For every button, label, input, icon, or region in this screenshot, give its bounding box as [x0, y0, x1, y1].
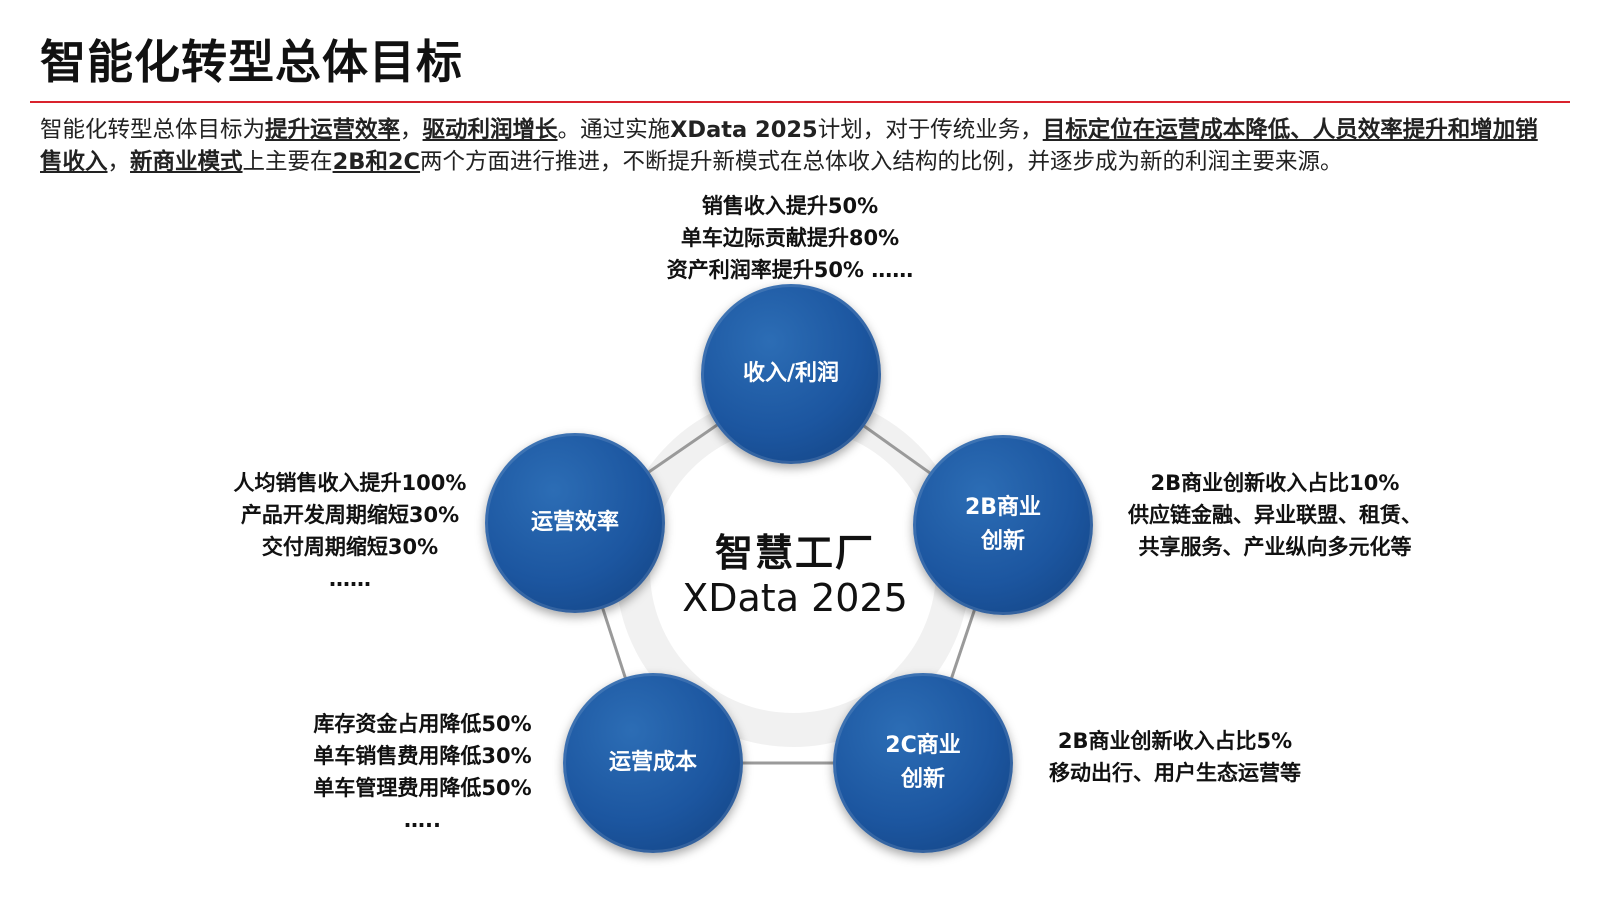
annotation-efficiency: 人均销售收入提升100% 产品开发周期缩短30% 交付周期缩短30% …… [215, 467, 485, 595]
annotation-revenue: 销售收入提升50% 单车边际贡献提升80% 资产利润率提升50% …… [600, 190, 980, 286]
center-label: 智慧工厂 XData 2025 [670, 530, 920, 620]
intro-text-7: 两个方面进行推进，不断提升新模式在总体收入结构的比例，并逐步成为新的利润主要来源… [420, 149, 1343, 175]
annotation-cost-line: 库存资金占用降低50% [313, 712, 532, 736]
intro-highlight-2b2c: 2B和2C [332, 149, 421, 175]
intro-text-1: 智能化转型总体目标为 [40, 117, 266, 143]
intro-highlight-efficiency: 提升运营效率 [265, 117, 401, 143]
intro-text-2: ， [400, 117, 423, 143]
annotation-cost-line: ….. [404, 808, 441, 832]
annotation-2c-line: 移动出行、用户生态运营等 [1049, 761, 1301, 785]
node-revenue-profit[interactable]: 收入/利润 [701, 284, 881, 464]
annotation-cost: 库存资金占用降低50% 单车销售费用降低30% 单车管理费用降低50% ….. [290, 708, 555, 836]
intro-text-3: 。通过实施 [557, 117, 671, 143]
annotation-efficiency-line: 人均销售收入提升100% [233, 471, 467, 495]
annotation-2c-line: 2B商业创新收入占比5% [1057, 729, 1293, 753]
annotation-revenue-line: 销售收入提升50% [701, 194, 879, 218]
node-efficiency-label: 运营效率 [530, 510, 619, 535]
annotation-2b-line: 2B商业创新收入占比10% [1150, 471, 1400, 495]
intro-highlight-targets: 目标定位在运营成本降低、人员效率提升和增加销售收入 [40, 117, 1538, 175]
annotation-efficiency-line: 交付周期缩短30% [261, 535, 439, 559]
annotation-cost-line: 单车销售费用降低30% [313, 744, 532, 768]
page-title: 智能化转型总体目标 [40, 35, 463, 89]
title-divider [30, 101, 1570, 103]
node-2b-innovation[interactable]: 2B商业 创新 [913, 435, 1093, 615]
intro-highlight-new-model: 新商业模式 [130, 149, 243, 175]
annotation-2b-line: 供应链金融、异业联盟、租赁、 [1128, 503, 1422, 527]
node-2b-label-line1: 2B商业 [964, 495, 1042, 520]
intro-highlight-plan: XData 2025 [670, 117, 818, 143]
center-subtitle: XData 2025 [682, 576, 908, 620]
node-cost-label: 运营成本 [608, 750, 697, 775]
annotation-revenue-line: 单车边际贡献提升80% [680, 226, 900, 250]
annotation-revenue-line: 资产利润率提升50% …… [666, 258, 914, 282]
node-2c-label-line1: 2C商业 [885, 733, 961, 758]
annotation-efficiency-line: 产品开发周期缩短30% [240, 503, 460, 527]
annotation-efficiency-line: …… [329, 567, 371, 591]
node-2c-innovation[interactable]: 2C商业 创新 [833, 673, 1013, 853]
node-2b-label-line2: 创新 [980, 529, 1025, 554]
annotation-cost-line: 单车管理费用降低50% [313, 776, 532, 800]
intro-text-6: 上主要在 [242, 149, 333, 175]
node-2c-label-line2: 创新 [900, 767, 945, 792]
node-operating-cost[interactable]: 运营成本 [563, 673, 743, 853]
node-operating-efficiency[interactable]: 运营效率 [485, 433, 665, 613]
annotation-2b-line: 共享服务、产业纵向多元化等 [1138, 535, 1412, 559]
intro-text-5: ， [107, 149, 131, 175]
annotation-2b: 2B商业创新收入占比10% 供应链金融、异业联盟、租赁、 共享服务、产业纵向多元… [1105, 467, 1445, 563]
intro-paragraph: 智能化转型总体目标为提升运营效率，驱动利润增长。通过实施XData 2025计划… [40, 114, 1560, 178]
node-revenue-label: 收入/利润 [742, 361, 840, 386]
intro-text-4: 计划，对于传统业务， [817, 117, 1043, 143]
intro-highlight-profit: 驱动利润增长 [422, 117, 558, 143]
center-title: 智慧工厂 [714, 531, 875, 575]
annotation-2c: 2B商业创新收入占比5% 移动出行、用户生态运营等 [1025, 725, 1325, 789]
